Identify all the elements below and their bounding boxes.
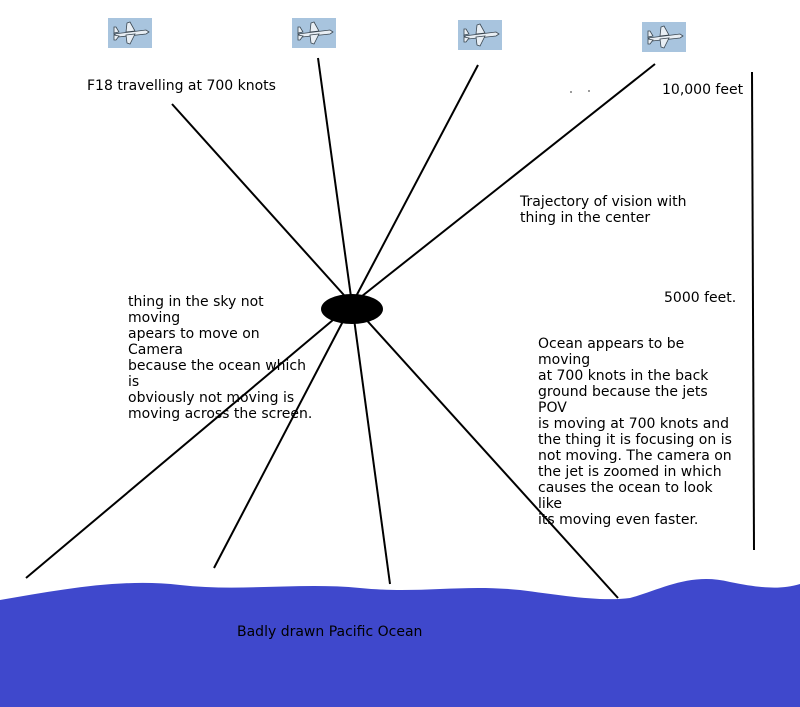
sight-line bbox=[351, 303, 619, 599]
sight-line bbox=[25, 303, 353, 579]
pacific-ocean bbox=[0, 579, 800, 707]
jet-icon bbox=[457, 19, 503, 51]
jet-icon bbox=[291, 17, 337, 49]
altitude-5000-label: 5000 feet. bbox=[664, 290, 737, 306]
altitude-10000-label: 10,000 feet bbox=[662, 82, 744, 98]
sight-line bbox=[317, 57, 353, 305]
ocean-label: Badly drawn Pacific Ocean bbox=[237, 624, 423, 640]
altitude-scale-line bbox=[751, 71, 755, 551]
stray-dot bbox=[570, 91, 572, 93]
sight-lines bbox=[25, 57, 656, 599]
jet-icon bbox=[641, 21, 687, 53]
title-label: F18 travelling at 700 knots bbox=[87, 78, 276, 94]
sight-line bbox=[351, 64, 479, 305]
trajectory-label: Trajectory of vision with thing in the c… bbox=[520, 194, 687, 226]
sight-line bbox=[351, 303, 391, 585]
sight-line bbox=[213, 303, 353, 569]
sight-line bbox=[171, 103, 353, 305]
ufo-object bbox=[321, 294, 383, 324]
stray-dot bbox=[588, 90, 590, 92]
thing-in-sky-label: thing in the sky not moving apears to mo… bbox=[128, 294, 313, 422]
jet-icon bbox=[107, 17, 153, 49]
ocean-explanation-label: Ocean appears to be moving at 700 knots … bbox=[538, 336, 732, 528]
sight-line bbox=[351, 63, 656, 305]
